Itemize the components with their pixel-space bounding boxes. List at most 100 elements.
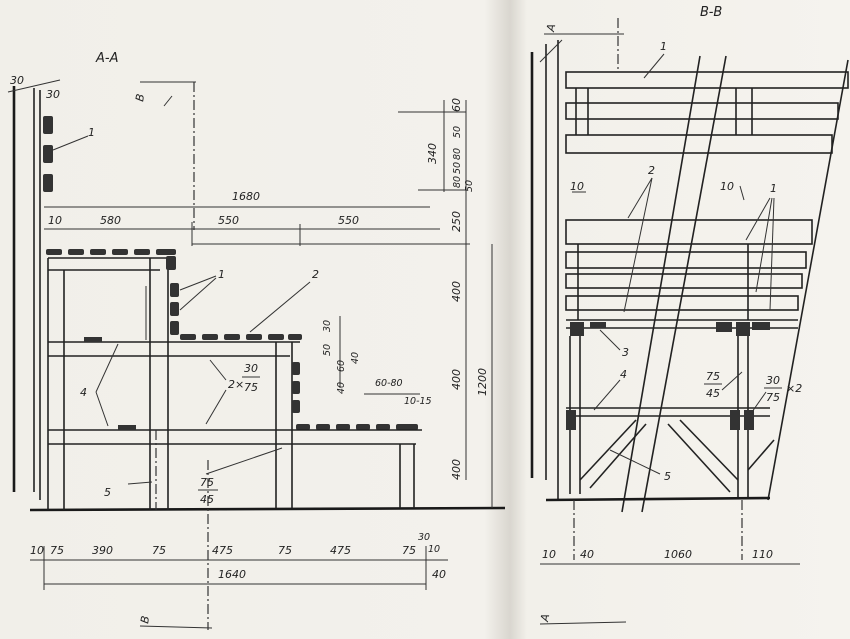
dim-340: 340	[426, 143, 439, 164]
callout-4: 4	[80, 386, 87, 399]
leader-1b	[179, 277, 217, 311]
joint-40a: 40	[350, 352, 361, 364]
joist-section	[84, 337, 102, 342]
joist-section	[716, 322, 732, 332]
leader-2-bb-a	[627, 177, 653, 219]
brace	[747, 439, 775, 471]
crossbar-section	[730, 410, 740, 430]
leader-board-b	[205, 389, 227, 425]
wall-slat	[43, 145, 53, 163]
bench-slat	[112, 249, 128, 255]
cut-mark-a-top: A	[544, 23, 558, 34]
dim-1640: 1640	[218, 568, 246, 581]
dim-550-b: 550	[338, 214, 359, 227]
bb-dim-b-110: 110	[752, 548, 773, 561]
bb-callout-2: 2	[648, 164, 655, 177]
joint-40b: 40	[336, 382, 347, 394]
leader-1r-c	[769, 197, 775, 311]
seat-board	[565, 295, 799, 311]
riser-slat	[292, 381, 300, 394]
dim-b-75a: 75	[50, 544, 64, 557]
dim-b-75b: 75	[152, 544, 166, 557]
dim-580: 580	[100, 214, 121, 227]
dim-b-10r: 10	[428, 544, 440, 555]
leader-1-wall	[52, 135, 89, 151]
backrest-board	[565, 134, 833, 154]
section-aa: A-A 30 30 1 B 1680 10 580 550 550	[7, 51, 506, 630]
leader-2-bb-b	[623, 177, 653, 313]
bb-callout-1r: 1	[770, 182, 777, 195]
bb-board-den: 75	[766, 391, 780, 404]
callout-1-wall: 1	[88, 126, 95, 139]
joist-section	[752, 322, 770, 330]
leader-1a	[179, 275, 217, 291]
callout-5: 5	[104, 486, 111, 499]
dim-b-390: 390	[92, 544, 113, 557]
dim-b-475b: 475	[330, 544, 351, 557]
brace	[667, 423, 731, 493]
bb-callout-5: 5	[664, 470, 671, 483]
cut-a-bottom	[539, 621, 627, 625]
wall-top-leader	[7, 79, 61, 93]
leader-3	[599, 329, 621, 351]
cut-mark-b-top: B	[133, 93, 147, 103]
bb-callout-1: 1	[660, 40, 667, 53]
bench-slat	[246, 334, 262, 340]
bb-callout-3: 3	[622, 346, 629, 359]
bench-slat	[288, 334, 302, 340]
leader-1r-a	[745, 197, 771, 241]
bench-slat	[296, 424, 310, 430]
cut-mark-a-bottom: A	[538, 613, 552, 624]
leader-5	[127, 481, 153, 485]
dim-10-tick	[739, 185, 745, 201]
bb-post-den: 45	[706, 387, 720, 400]
riser-slat	[292, 400, 300, 413]
dim-80a: 80	[452, 148, 463, 160]
bb-post-num: 75	[706, 370, 720, 383]
leader-4a	[95, 343, 119, 393]
leader-5-bb	[609, 449, 661, 475]
bench-slat	[202, 334, 218, 340]
seat-board	[565, 219, 813, 245]
cut-b-bottom	[139, 625, 213, 629]
callout-1-riser: 1	[218, 268, 225, 281]
bench-slat	[268, 334, 284, 340]
leader-1-bb	[643, 53, 665, 79]
bb-dim-10a: 10	[570, 180, 584, 193]
joint-60: 60	[336, 360, 347, 372]
dim-b-75d: 75	[402, 544, 416, 557]
joist-section	[590, 322, 606, 328]
dim-400a: 400	[450, 281, 463, 302]
crossbar-section	[566, 410, 576, 430]
dim-550-a: 550	[218, 214, 239, 227]
brace	[579, 419, 637, 481]
brace	[589, 423, 647, 489]
joist-section	[736, 322, 750, 336]
wall-mark-2: 30	[46, 88, 60, 101]
bb-board-mult: ×2	[786, 382, 802, 395]
seat-board	[565, 273, 803, 289]
backrest-board	[565, 102, 839, 120]
dim-60: 60	[450, 98, 463, 112]
post-section-num: 75	[200, 476, 214, 489]
dim-400b: 400	[450, 369, 463, 390]
bench-slat	[46, 249, 62, 255]
post-section-den: 45	[200, 493, 214, 506]
riser-slat	[170, 283, 179, 297]
bb-board-num: 30	[766, 374, 780, 387]
brace	[679, 419, 739, 481]
bb-dim-b-40: 40	[580, 548, 594, 561]
joint-30: 30	[322, 320, 333, 332]
dim-50b: 50	[452, 162, 463, 174]
bench-slat	[316, 424, 330, 430]
leader-post-bb	[721, 371, 743, 391]
bench-slat	[156, 249, 176, 255]
bench-slat	[90, 249, 106, 255]
wall-slat	[43, 174, 53, 192]
bb-dim-b-10: 10	[542, 548, 556, 561]
wall-slat	[43, 116, 53, 134]
dim-1680: 1680	[232, 190, 260, 203]
cut-mark-b-bottom: B	[138, 615, 152, 625]
bench-slat	[68, 249, 84, 255]
